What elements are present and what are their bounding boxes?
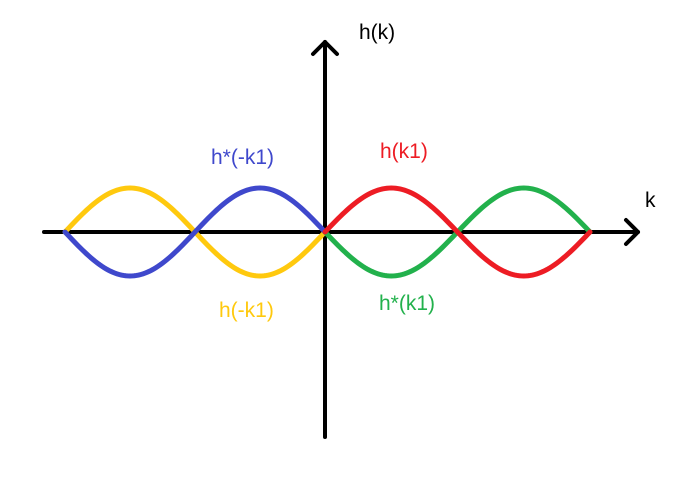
label-h-k1: h(k1) xyxy=(380,140,428,163)
label-h-neg-k1: h(-k1) xyxy=(219,299,274,322)
y-axis-label: h(k) xyxy=(359,21,396,44)
curve-h-k1 xyxy=(322,185,593,279)
x-axis-arrowhead xyxy=(624,218,640,246)
curve-h-star-neg-k1 xyxy=(62,185,328,279)
label-h-star-neg-k1: h*(-k1) xyxy=(211,146,275,169)
x-axis-label: k xyxy=(645,189,656,212)
y-axis-arrowhead xyxy=(311,40,339,56)
label-h-star-k1: h*(k1) xyxy=(379,292,436,315)
